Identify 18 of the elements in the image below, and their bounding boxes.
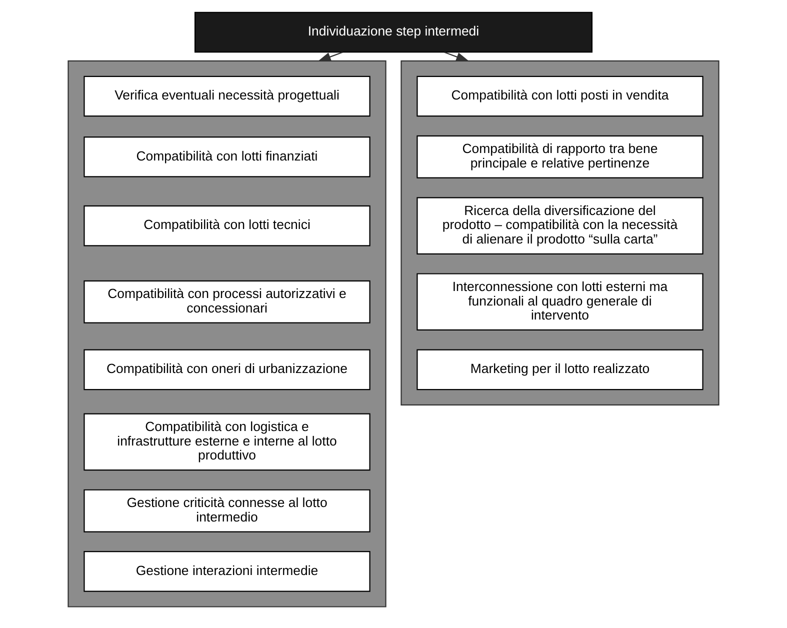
node-box: Compatibilità con lotti tecnici bbox=[84, 205, 370, 246]
cluster bbox=[400, 60, 720, 406]
cluster bbox=[68, 60, 386, 608]
node-box: Compatibilità con processi autorizzativi e concessionari bbox=[84, 280, 370, 324]
node-box: Ricerca della diversificazione del prodotto – compatibilità con la necessità di alienare il prodotto “sulla carta” bbox=[416, 197, 704, 254]
node-box: Compatibilità con oneri di urbanizzazione bbox=[84, 349, 370, 390]
node-box: Marketing per il lotto realizzato bbox=[416, 349, 704, 390]
node-box: Compatibilità di rapporto tra bene principale e relative pertinenze bbox=[416, 135, 704, 178]
node-box: Compatibilità con lotti posti in vendita bbox=[416, 76, 704, 117]
node-box: Gestione interazioni intermedie bbox=[84, 551, 370, 592]
node-box: Interconnessione con lotti esterni ma funzionali al quadro generale di intervento bbox=[416, 273, 704, 331]
node-box: Compatibilità con lotti finanziati bbox=[84, 136, 370, 178]
node-box: Compatibilità con logistica e infrastrutture esterne e interne al lotto produttivo bbox=[84, 413, 370, 471]
arrow bbox=[318, 52, 343, 62]
node-box: Verifica eventuali necessità progettuali bbox=[84, 76, 370, 117]
node-box: Individuazione step intermedi bbox=[194, 12, 593, 53]
node-box: Gestione criticità connesse al lotto intermedio bbox=[84, 489, 370, 532]
arrow bbox=[444, 52, 470, 62]
